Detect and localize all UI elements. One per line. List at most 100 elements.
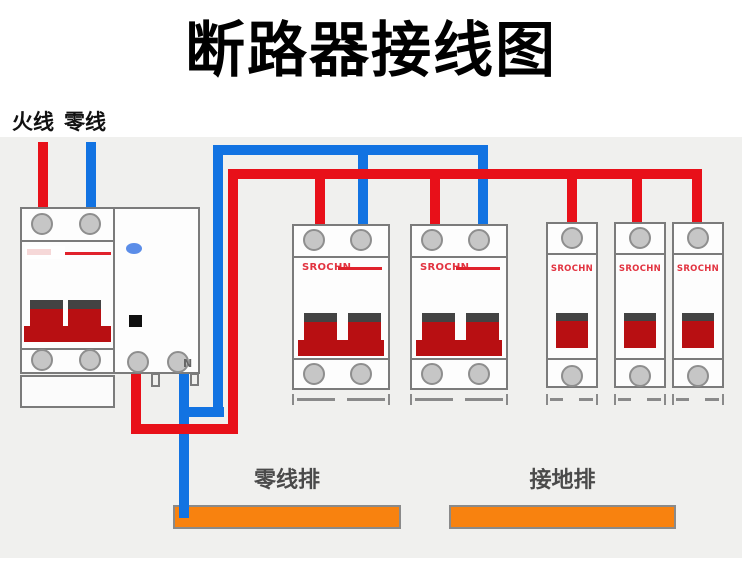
live-drop-wire xyxy=(430,175,440,226)
breaker-toggle xyxy=(348,322,381,344)
terminal xyxy=(127,351,149,373)
terminal xyxy=(167,351,189,373)
branch-breaker-2p: SROCHN xyxy=(292,224,390,390)
terminal xyxy=(421,363,443,385)
neutral-bus-bar xyxy=(173,505,401,529)
divider xyxy=(294,256,388,258)
divider xyxy=(674,253,722,255)
live-bus-wire xyxy=(228,169,702,179)
live-drop-wire xyxy=(567,175,577,223)
terminal xyxy=(561,227,583,249)
test-button xyxy=(129,315,142,327)
divider xyxy=(294,358,388,360)
toggle-cap xyxy=(348,313,381,322)
terminal xyxy=(350,229,372,251)
main-breaker-base-plate xyxy=(20,375,115,408)
neutral-wire-label: 零线 xyxy=(64,110,106,134)
divider xyxy=(616,358,664,360)
breaker-toggle xyxy=(422,322,455,344)
terminal xyxy=(31,213,53,235)
branch-breaker-1p: SROCHN xyxy=(672,222,724,388)
ground-bus-bar xyxy=(449,505,676,529)
toggle-cap xyxy=(304,313,337,322)
branch-breaker-2p: SROCHN xyxy=(410,224,508,390)
breaker-toggle xyxy=(556,321,588,348)
live-riser-wire xyxy=(228,169,238,434)
main-breaker-rcd-module: N xyxy=(113,207,200,374)
brand-label: SROCHN xyxy=(420,262,470,273)
toggle-cap xyxy=(624,313,656,321)
live-output-wire-v xyxy=(131,368,141,434)
terminal xyxy=(31,349,53,371)
n-terminal-label: N xyxy=(183,357,193,370)
din-rail-mark xyxy=(672,394,724,405)
label-smear xyxy=(27,249,51,255)
divider xyxy=(548,358,596,360)
branch-breaker-1p: SROCHN xyxy=(614,222,666,388)
terminal xyxy=(468,363,490,385)
neutral-drop-wire xyxy=(358,150,368,226)
terminal xyxy=(79,213,101,235)
terminal xyxy=(629,227,651,249)
divider xyxy=(412,256,506,258)
terminal xyxy=(303,363,325,385)
live-output-wire-h xyxy=(131,424,238,434)
toggle-bar xyxy=(24,326,111,342)
live-drop-wire xyxy=(632,175,642,223)
din-rail-mark xyxy=(546,394,598,405)
page-title: 断路器接线图 xyxy=(185,16,557,86)
terminal xyxy=(350,363,372,385)
toggle-bar xyxy=(298,340,384,356)
terminal xyxy=(687,227,709,249)
brand-label: SROCHN xyxy=(550,264,594,274)
divider xyxy=(412,358,506,360)
breaker-toggle xyxy=(30,309,63,331)
ground-bar-label: 接地排 xyxy=(529,468,596,493)
toggle-cap xyxy=(556,313,588,321)
divider xyxy=(22,240,113,242)
branch-breaker-1p: SROCHN xyxy=(546,222,598,388)
breaker-toggle xyxy=(68,309,101,331)
neutral-feed-wire xyxy=(86,142,96,209)
toggle-cap xyxy=(68,300,101,309)
neutral-branch-wire xyxy=(179,407,224,417)
toggle-cap xyxy=(466,313,499,322)
live-drop-wire xyxy=(692,175,702,223)
terminal xyxy=(303,229,325,251)
neutral-output-wire xyxy=(179,368,189,518)
terminal xyxy=(629,365,651,387)
label-red-line xyxy=(456,267,500,270)
breaker-toggle xyxy=(624,321,656,348)
indicator-light xyxy=(126,243,142,254)
brand-label: SROCHN xyxy=(676,264,720,274)
din-rail-mark xyxy=(410,394,508,405)
din-rail-mark xyxy=(292,394,390,405)
live-drop-wire xyxy=(315,175,325,226)
din-rail-mark xyxy=(614,394,666,405)
neutral-bar-label: 零线排 xyxy=(253,468,320,493)
brand-label: SROCHN xyxy=(302,262,352,273)
main-breaker-body xyxy=(20,207,115,374)
live-feed-wire xyxy=(38,142,48,209)
breaker-toggle xyxy=(304,322,337,344)
divider xyxy=(616,253,664,255)
toggle-bar xyxy=(416,340,502,356)
label-red-line xyxy=(338,267,382,270)
neutral-bus-wire xyxy=(213,145,488,155)
live-wire-label: 火线 xyxy=(12,110,54,134)
toggle-cap xyxy=(30,300,63,309)
toggle-cap xyxy=(682,313,714,321)
terminal xyxy=(687,365,709,387)
terminal xyxy=(79,349,101,371)
divider xyxy=(22,348,113,350)
label-band xyxy=(25,246,65,259)
divider xyxy=(674,358,722,360)
breaker-toggle xyxy=(466,322,499,344)
neutral-riser-wire xyxy=(213,145,223,417)
divider xyxy=(548,253,596,255)
terminal xyxy=(468,229,490,251)
label-red-line xyxy=(65,252,111,255)
toggle-cap xyxy=(422,313,455,322)
terminal xyxy=(561,365,583,387)
